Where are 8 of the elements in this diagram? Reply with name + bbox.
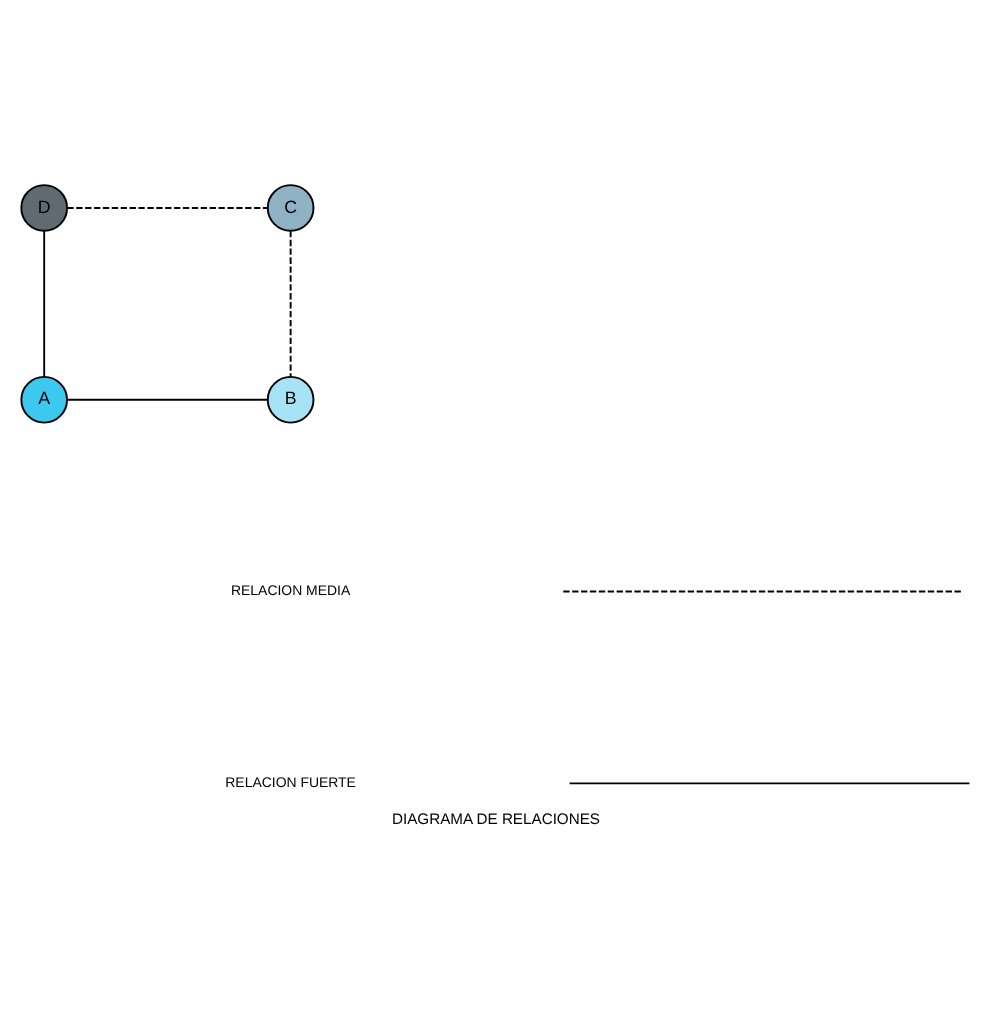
connector [66,398,269,401]
node-circle: D [20,184,68,232]
connector [66,207,269,209]
node-circle: C [266,184,315,232]
connector [43,229,46,378]
node-circle: B [266,375,315,424]
connector [289,229,292,378]
node-circle: A [20,375,68,424]
